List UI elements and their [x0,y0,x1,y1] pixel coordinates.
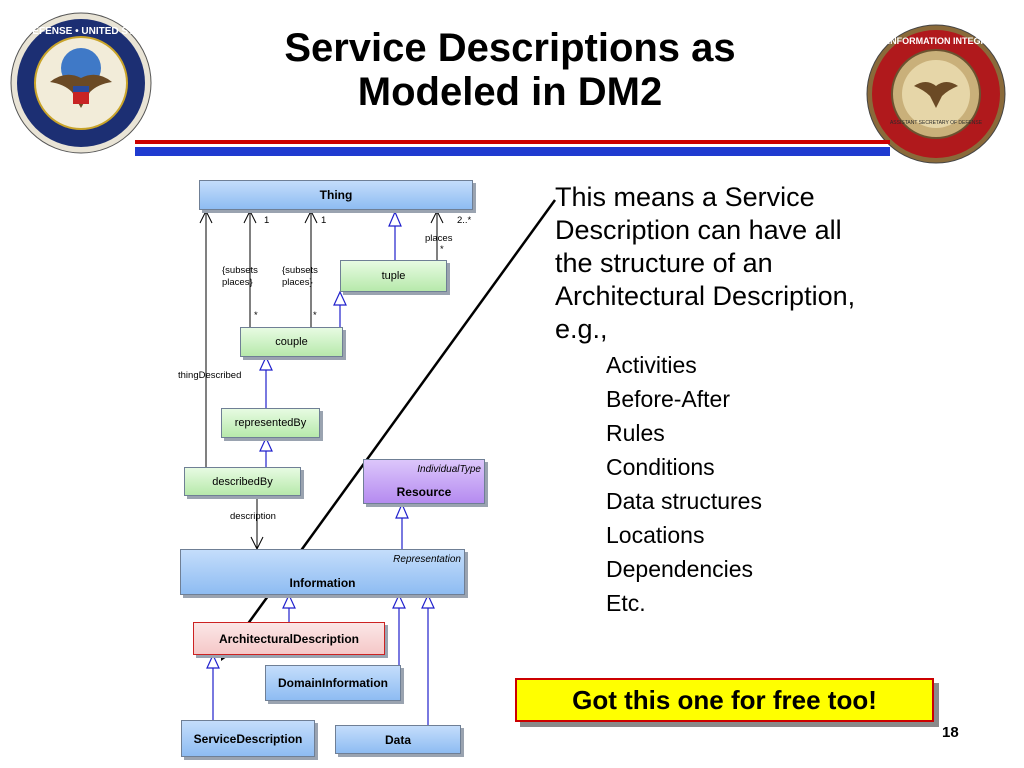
slide-title-line2: Modeled in DM2 [357,70,663,114]
explanation-line-2: Description can have all [555,215,842,245]
explanation-line-3: the structure of an [555,248,773,278]
slide-title-line1: Service Descriptions as [284,26,736,70]
resource-class: IndividualType Resource [363,459,485,504]
domain-information-class: DomainInformation [265,665,401,701]
multiplicity-1-b: 1 [321,215,327,226]
multiplicity-star-2: * [313,310,317,321]
header-stripe-blue [135,147,890,156]
tuple-class: tuple [340,260,447,292]
list-item: Activities [606,352,697,378]
multiplicity-2-many: 2..* [457,215,472,226]
free-callout: Got this one for free too! [515,678,934,722]
list-item: Before-After [606,386,730,412]
slide-title: Service Descriptions as Modeled in DM2 [200,26,820,114]
dod-seal: DEPARTMENT OF DEFENSE • UNITED STATES OF… [10,12,152,154]
page-number: 18 [942,724,959,741]
data-class: Data [335,725,461,754]
list-item: Etc. [606,590,646,616]
dod-cio-seal: NETWORKS AND INFORMATION INTEGRATION • D… [866,24,1006,164]
represented-by-class: representedBy [221,408,320,438]
thing-described-label: thingDescribed [178,370,242,381]
information-class: Representation Information [180,549,465,595]
resource-label: Resource [396,485,452,499]
description-label: description [230,511,276,522]
subsets-places-1-line2: places} [222,277,253,288]
cio-seal-center-text: ASSISTANT SECRETARY OF DEFENSE [890,120,983,126]
places-star: * [440,244,444,255]
described-by-class: describedBy [184,467,301,496]
subsets-places-1-line1: {subsets [222,265,258,276]
subsets-places-2-line1: {subsets [282,265,318,276]
dod-seal-top-text: DEPARTMENT OF DEFENSE • UNITED STATES OF… [10,26,152,37]
service-description-class: ServiceDescription [181,720,315,757]
list-item: Conditions [606,454,715,480]
multiplicity-star-1: * [254,310,258,321]
information-label: Information [289,576,356,590]
cio-seal-ring-text: NETWORKS AND INFORMATION INTEGRATION • D… [866,36,1006,46]
thing-class: Thing [199,180,473,210]
subsets-places-1: {subsets places} [222,265,258,289]
list-item: Locations [606,522,705,548]
list-item: Dependencies [606,556,754,582]
subsets-places-2: {subsets places} [282,265,318,289]
resource-stereotype: IndividualType [417,464,481,475]
explanation-line-4: Architectural Description, [555,281,856,311]
structure-list: Activities Before-After Rules Conditions… [606,348,762,620]
list-item: Data structures [606,488,762,514]
subsets-places-2-line2: places} [282,277,313,288]
explanation-line-1: This means a Service [555,182,815,212]
information-stereotype: Representation [393,554,461,565]
multiplicity-1-a: 1 [264,215,270,226]
list-item: Rules [606,420,665,446]
explanation-line-5: e.g., [555,314,608,344]
places-label: places [425,233,453,244]
explanation-text: This means a Service Description can hav… [555,181,855,346]
architectural-description-class: ArchitecturalDescription [193,622,385,655]
couple-class: couple [240,327,343,357]
header-stripe-red [135,140,890,144]
